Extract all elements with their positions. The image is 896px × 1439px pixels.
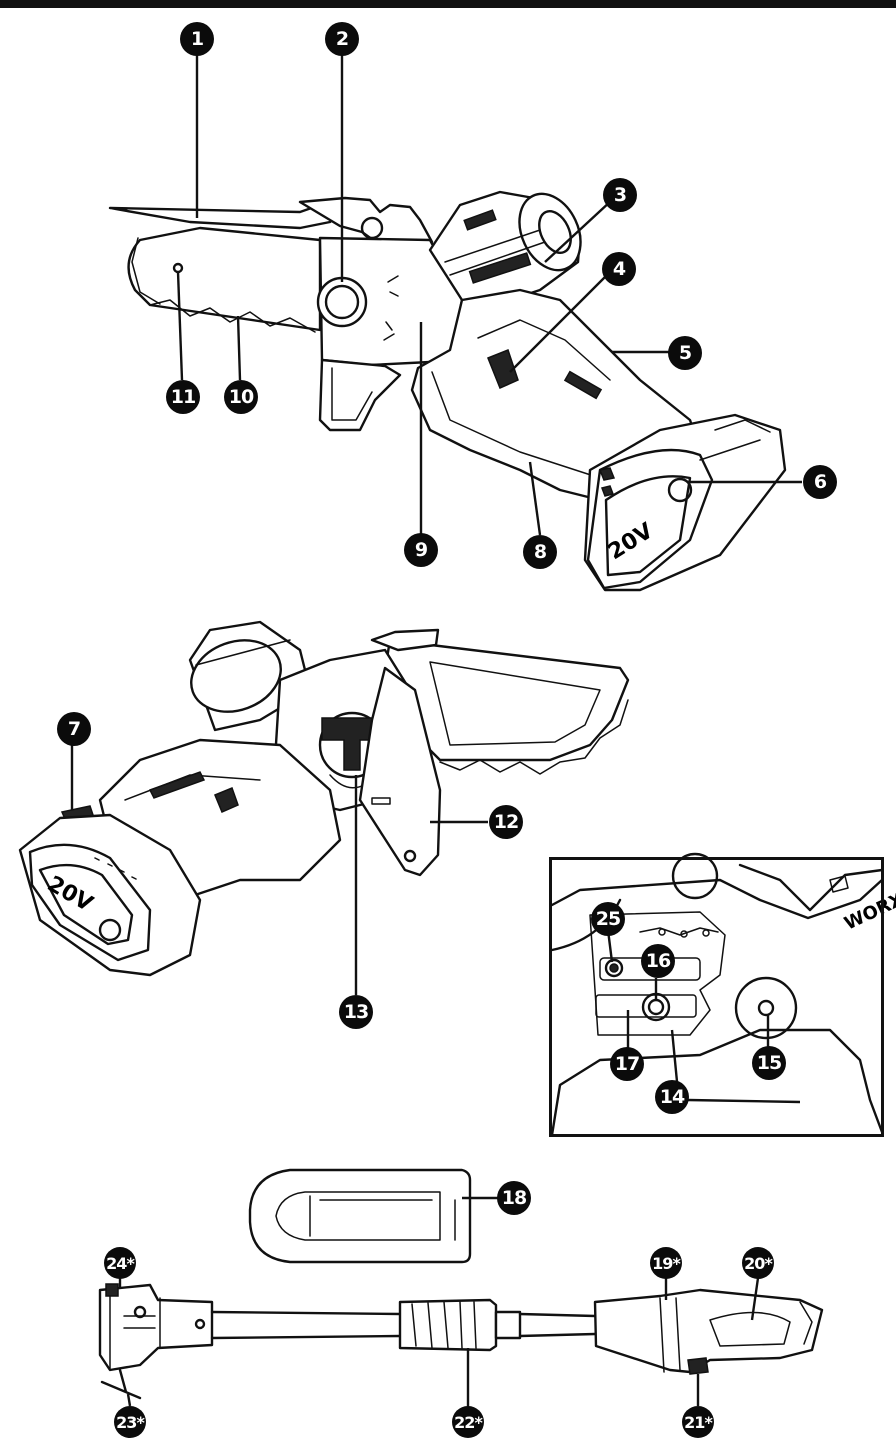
callout-label: 10	[228, 386, 254, 408]
callout-22: 22*	[452, 1406, 484, 1438]
callout-9: 9	[404, 533, 438, 567]
callout-18: 18	[497, 1181, 531, 1215]
callout-label: 15	[756, 1052, 782, 1074]
callout-label: 18	[501, 1187, 527, 1209]
callout-label: 2	[335, 28, 349, 50]
callout-21: 21*	[682, 1406, 714, 1438]
callout-label: 23*	[116, 1412, 145, 1432]
callout-label: 16	[645, 950, 671, 972]
callout-1: 1	[180, 22, 214, 56]
callout-label: 19*	[652, 1253, 681, 1273]
callout-label: 25	[595, 908, 621, 930]
callout-3: 3	[603, 178, 637, 212]
callout-label: 7	[67, 718, 81, 740]
callout-16: 16	[641, 944, 675, 978]
pole-attachment	[98, 1277, 824, 1408]
chainsaw-side-view: 20V	[108, 52, 802, 592]
callout-label: 9	[414, 539, 428, 561]
callout-25: 25	[591, 902, 625, 936]
callout-13: 13	[339, 995, 373, 1029]
callout-15: 15	[752, 1046, 786, 1080]
callout-19: 19*	[650, 1247, 682, 1279]
callout-10: 10	[224, 380, 258, 414]
chainsaw-opposite-view: 20V	[18, 620, 630, 995]
callout-17: 17	[610, 1047, 644, 1081]
callout-label: 13	[343, 1001, 369, 1023]
callout-20: 20*	[742, 1247, 774, 1279]
callout-24: 24*	[104, 1247, 136, 1279]
top-border-bar	[0, 0, 896, 8]
callout-6: 6	[803, 465, 837, 499]
callout-label: 20*	[744, 1253, 773, 1273]
callout-4: 4	[602, 252, 636, 286]
callout-label: 17	[614, 1053, 640, 1075]
callout-8: 8	[523, 535, 557, 569]
callout-14: 14	[655, 1080, 689, 1114]
callout-label: 11	[170, 386, 196, 408]
callout-label: 1	[190, 28, 204, 50]
callout-label: 21*	[684, 1412, 713, 1432]
callout-label: 3	[613, 184, 627, 206]
callout-2: 2	[325, 22, 359, 56]
callout-label: 14	[659, 1086, 685, 1108]
callout-label: 22*	[454, 1412, 483, 1432]
callout-label: 24*	[106, 1253, 135, 1273]
callout-23: 23*	[114, 1406, 146, 1438]
callout-label: 5	[678, 342, 692, 364]
callout-label: 12	[493, 811, 519, 833]
callout-label: 8	[533, 541, 547, 563]
callout-5: 5	[668, 336, 702, 370]
callout-12: 12	[489, 805, 523, 839]
inset-detail-frame	[549, 857, 884, 1137]
bar-scabbard	[248, 1168, 500, 1264]
callout-label: 6	[813, 471, 827, 493]
callout-label: 4	[612, 258, 626, 280]
callout-7: 7	[57, 712, 91, 746]
callout-11: 11	[166, 380, 200, 414]
